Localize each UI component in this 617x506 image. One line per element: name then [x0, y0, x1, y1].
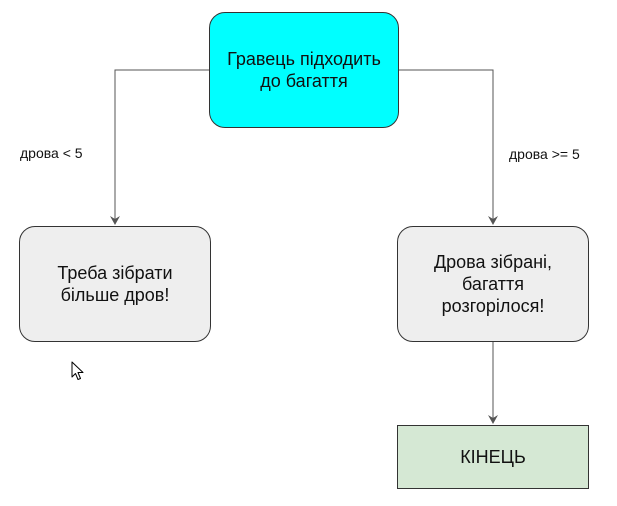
end-node-label: КІНЕЦЬ: [460, 447, 526, 467]
fire-lit-node: Дрова зібрані, багаття розгорілося!: [397, 226, 589, 342]
collect-wood-node: Треба зібрати більше дров!: [19, 226, 211, 342]
start-node-label: Гравець підходить до багаття: [227, 49, 381, 91]
edge-start-to-collect: [110, 69, 209, 225]
edge-label-left: дрова < 5: [20, 145, 83, 161]
end-node: КІНЕЦЬ: [397, 425, 589, 489]
edge-label-right: дрова >= 5: [509, 146, 580, 162]
mouse-pointer-icon: [71, 361, 84, 380]
edge-start-to-fire: [399, 69, 498, 225]
fire-lit-node-label: Дрова зібрані, багаття розгорілося!: [433, 252, 553, 316]
collect-wood-node-label: Треба зібрати більше дров!: [57, 263, 173, 305]
start-node: Гравець підходить до багаття: [209, 12, 399, 128]
